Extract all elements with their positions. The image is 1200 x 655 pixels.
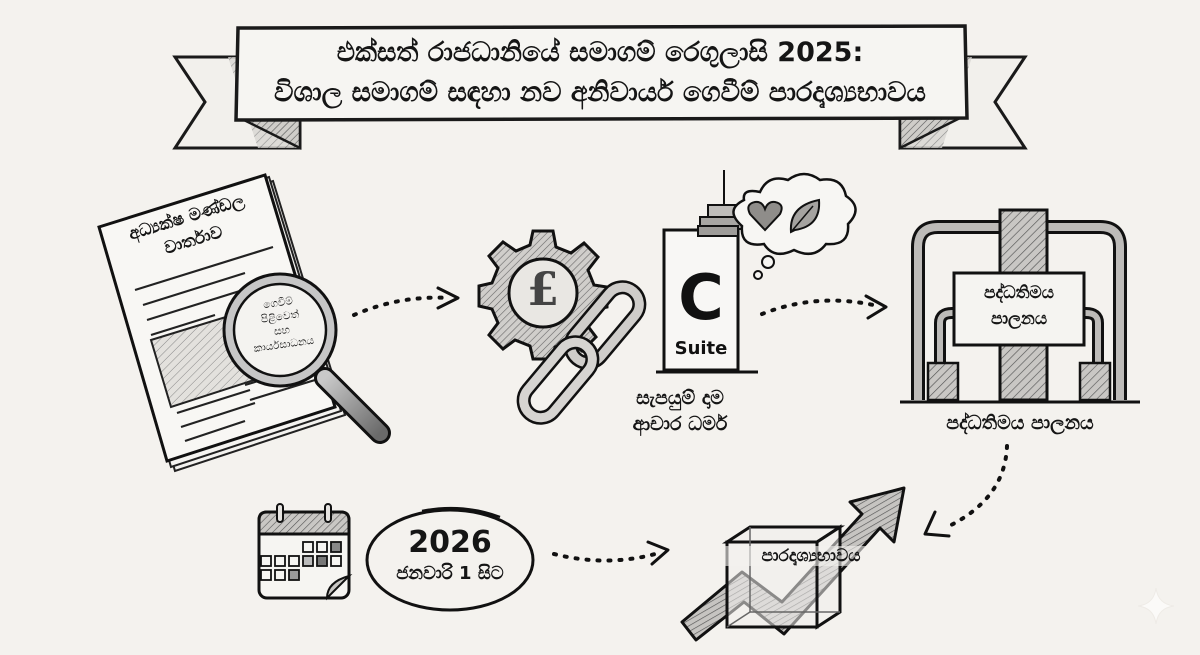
calendar-icon	[257, 503, 353, 601]
supply-chain-ethics-label: සැපයුම් දාම ආචාර ධර්ම	[600, 385, 760, 437]
chain-link-icon	[516, 280, 647, 425]
title-banner	[172, 24, 1028, 151]
leaf-icon	[789, 198, 821, 234]
governance-sign-line-2: පාලනය	[990, 309, 1048, 329]
governance-label: පද්ධතිමය පාලනය	[946, 412, 1094, 434]
dotted-arrow-1	[352, 286, 460, 317]
dotted-arrow-3	[923, 444, 1009, 538]
ethics-label-line-2: ආචාර ධර්ම	[632, 413, 728, 435]
governance-sign-text: පද්ධතිමය පාලනය	[955, 280, 1083, 332]
title-line-1: එක්සත් රාජධානියේ සමාගම් රෙගුලාසි 2025:	[336, 37, 864, 68]
dotted-arrow-4	[552, 540, 670, 566]
date-ellipse	[365, 506, 535, 612]
title-line-2: විශාල සමාගම් සඳහා නව අනිවාර්ය ගෙවීම් පාර…	[274, 77, 926, 108]
date-year: 2026	[408, 525, 492, 560]
c-suite-building-icon	[656, 170, 758, 374]
date-from: ජනවාරි 1 සිට	[396, 563, 504, 584]
magnifying-glass-icon	[222, 272, 391, 444]
suite-label: Suite	[674, 338, 728, 359]
heart-icon	[747, 200, 783, 232]
ethics-label-line-1: සැපයුම් දාම	[636, 387, 724, 409]
c-letter: C	[678, 261, 724, 334]
dotted-arrow-2	[760, 294, 888, 320]
page-title: එක්සත් රාජධානියේ සමාගම් රෙගුලාසි 2025: ව…	[245, 33, 955, 113]
pound-symbol: £	[526, 262, 559, 316]
transparency-label: පාරදෘශ්‍යභාවය	[716, 546, 906, 566]
sparkle-icon	[1137, 587, 1175, 625]
governance-structure-icon	[900, 208, 1140, 404]
governance-sign-line-1: පද්ධතිමය	[984, 283, 1054, 303]
